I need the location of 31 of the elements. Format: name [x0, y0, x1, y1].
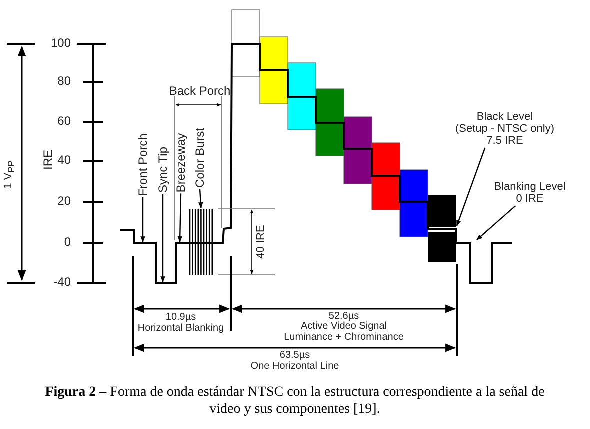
tick-label: -40 [54, 276, 71, 288]
annotation-label: Front Porch [137, 134, 149, 196]
tick-label: 0 [64, 236, 71, 248]
axis-label: IRE [42, 150, 54, 170]
dimension-label: One Horizontal Line [250, 361, 340, 373]
leader-line [178, 194, 182, 243]
dimension-label: 63.5µs [280, 350, 310, 362]
dimension-label: 40 IRE [255, 225, 267, 259]
leader-line [140, 197, 146, 243]
annotation-label: Color Burst [194, 128, 206, 188]
dimension-label: 10.9µs [166, 312, 196, 324]
leader-line [476, 206, 516, 240]
annotation-label: Blanking Level [494, 181, 566, 193]
annotation-label: (Setup - NTSC only) [455, 123, 555, 135]
tick-label: 20 [58, 195, 71, 207]
figure-caption: Figura 2 – Forma de onda estándar NTSC con la estructura correspondiente a la señal de video y sus componentes [19]. [44, 384, 546, 418]
annotation-label: 7.5 IRE [486, 135, 524, 147]
tick-label: 60 [58, 115, 71, 127]
tick-label: 40 [58, 154, 71, 166]
leader-line [456, 148, 486, 227]
tick-label: 80 [58, 75, 71, 87]
annotation-label: 0 IRE [515, 193, 545, 205]
leader-line [160, 194, 166, 283]
dimension-label: 52.6µs [328, 311, 360, 322]
dimension-label: Back Porch [169, 85, 231, 97]
tick-label: 100 [50, 37, 71, 49]
dimension-label: Horizontal Blanking [138, 323, 224, 335]
leader-line [198, 188, 204, 209]
annotation-label: Breezeway [175, 133, 187, 193]
dimension-label: Active Video Signal Luminance + Chrominance [283, 322, 405, 343]
annotation-label: Black Level [476, 111, 534, 123]
